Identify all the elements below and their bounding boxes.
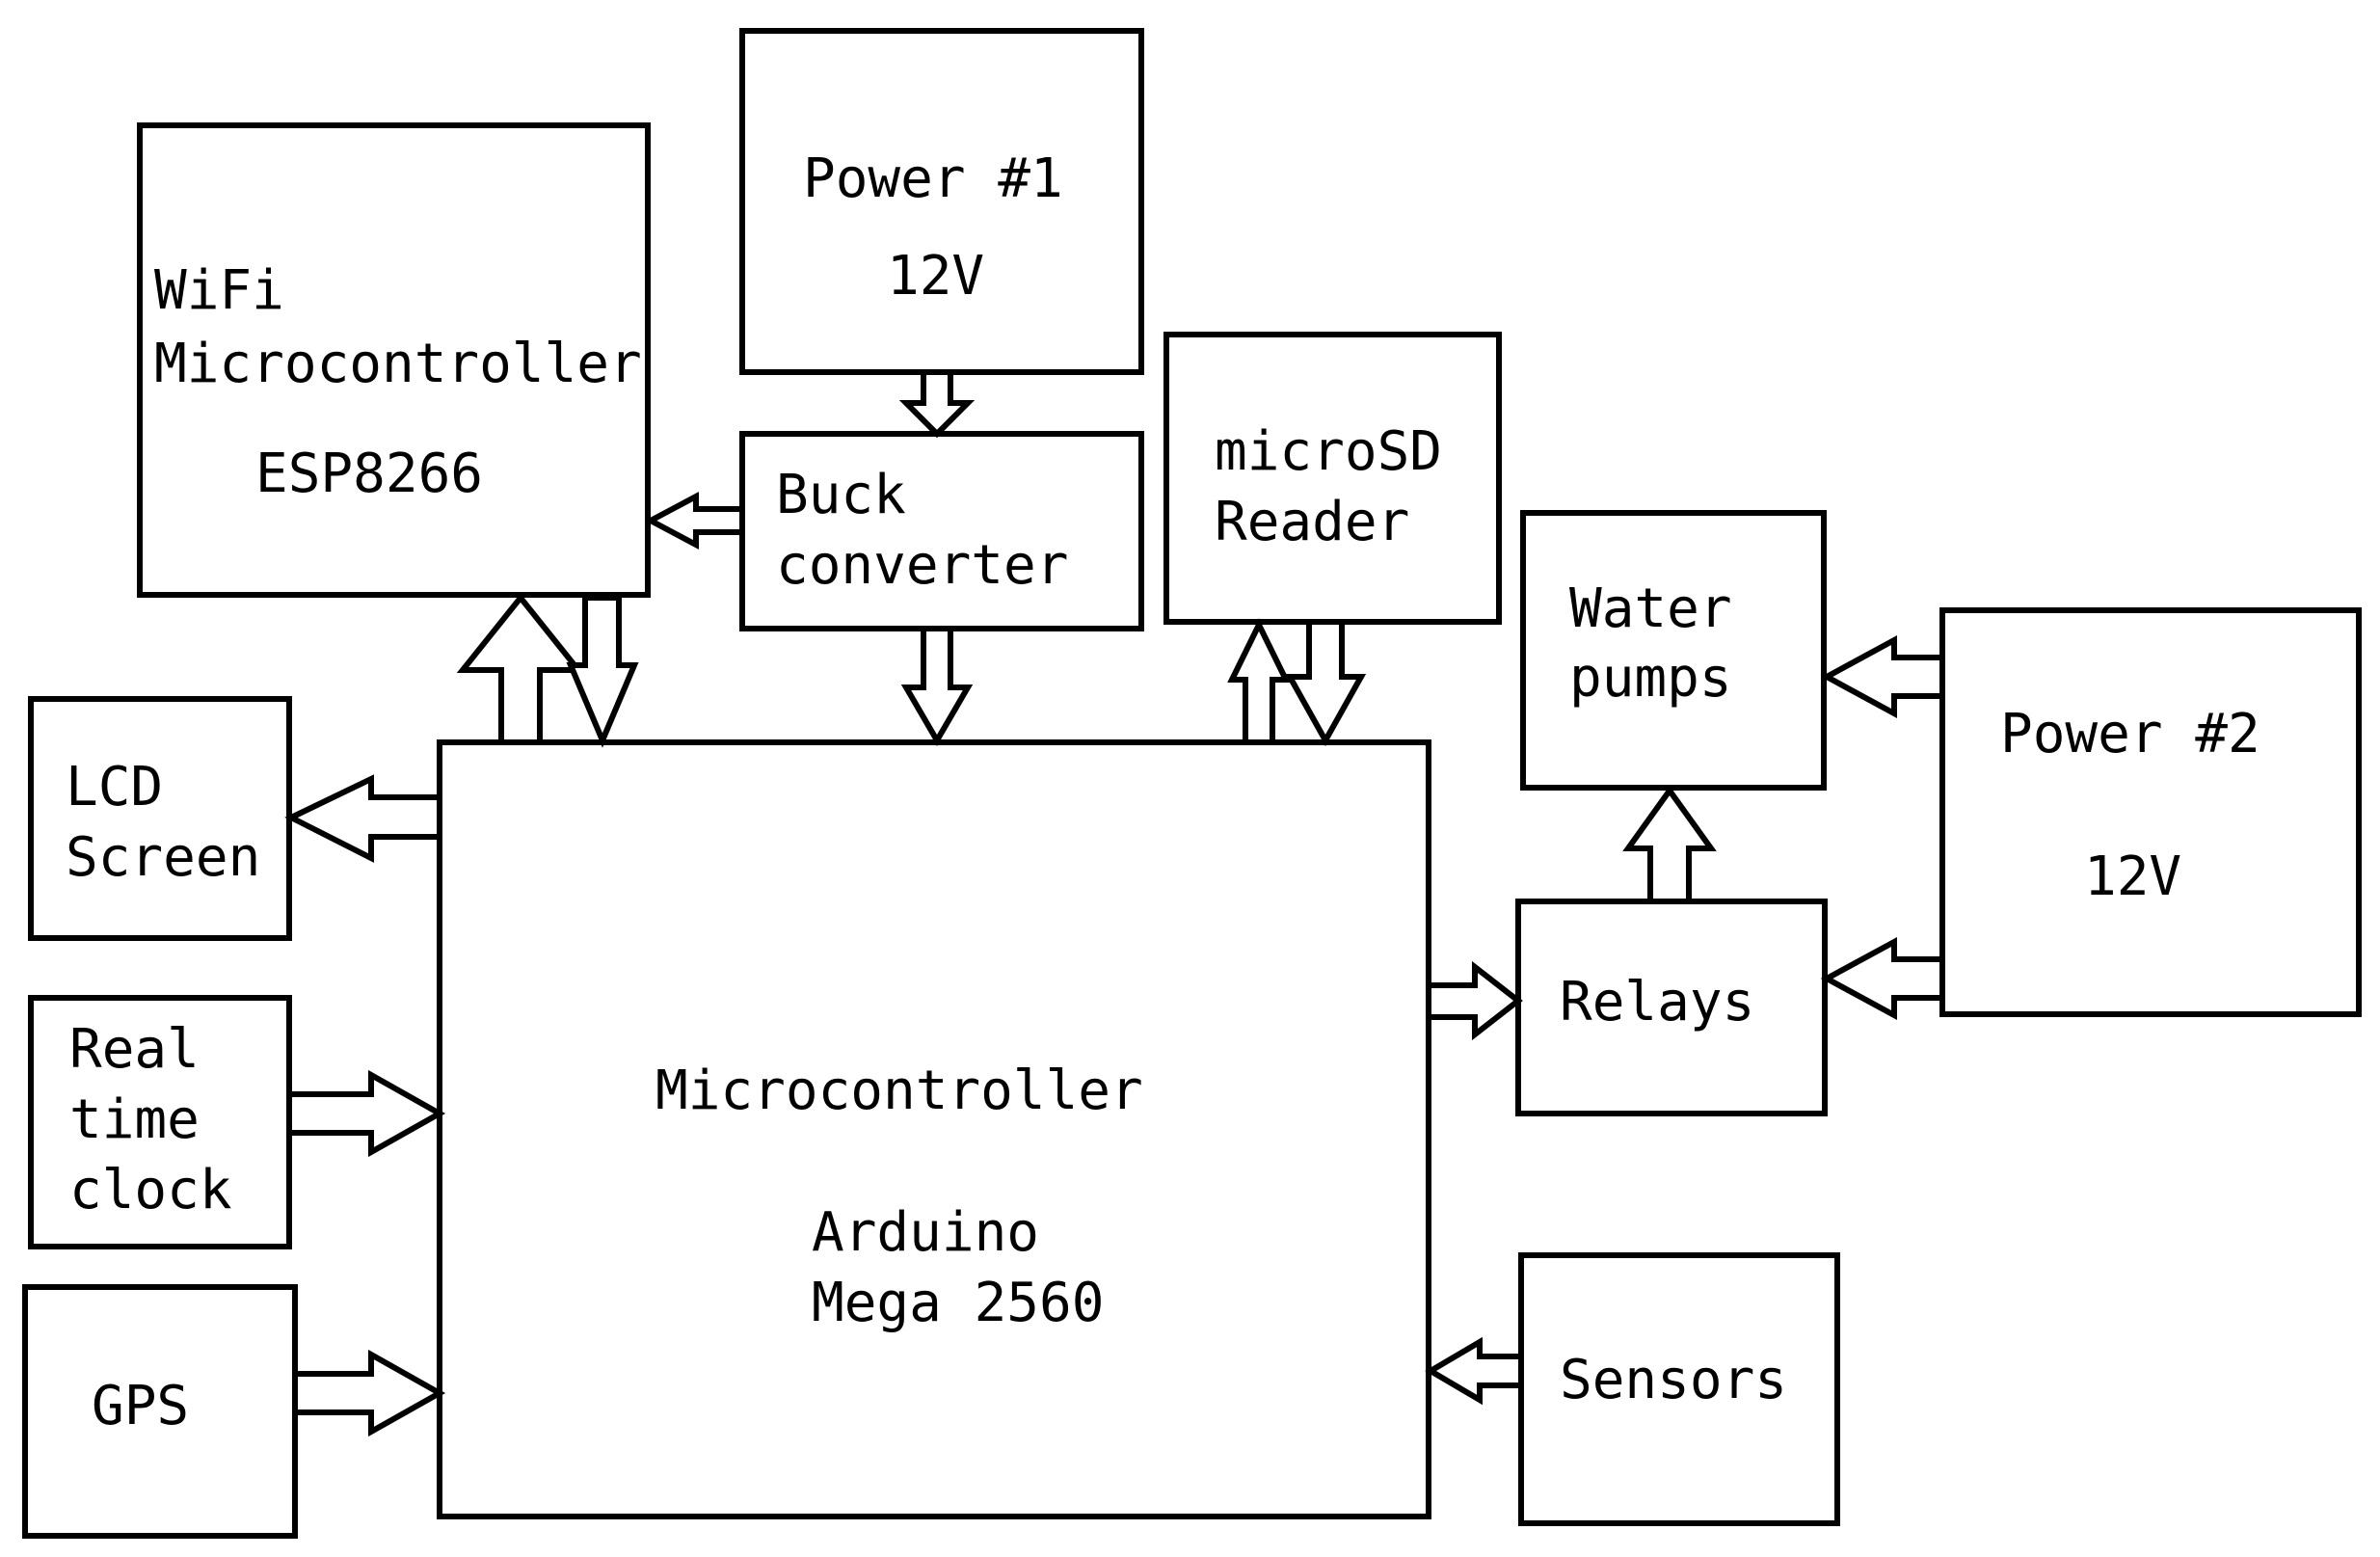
arrow-main-to-microsd	[1227, 618, 1291, 745]
arrow-buck-to-wifi	[644, 492, 745, 550]
arrow-buck-to-main	[900, 626, 974, 746]
arrow-power2-to-relays	[1820, 936, 1945, 1021]
relays-label: Relays	[1560, 971, 1754, 1034]
arrow-power1-to-buck	[898, 369, 976, 439]
microsd-reader-block: microSD Reader	[1163, 332, 1502, 625]
lcd-label: LCD	[66, 756, 163, 819]
wifi-label: WiFi	[154, 259, 284, 322]
rtc-sublabel-2: clock	[69, 1159, 232, 1221]
power2-block: Power #2 12V	[1939, 607, 2362, 1017]
water-pumps-block: Water pumps	[1520, 510, 1827, 791]
arrow-relays-to-pumps	[1622, 785, 1717, 904]
main-model-label: Mega 2560	[812, 1272, 1104, 1334]
wifi-model-label: ESP8266	[255, 443, 483, 505]
microsd-label: microSD	[1215, 420, 1442, 483]
arrow-sensors-to-main	[1425, 1336, 1524, 1406]
sensors-block: Sensors	[1518, 1252, 1840, 1526]
arrow-gps-to-main	[292, 1349, 446, 1437]
main-sublabel: Arduino	[812, 1201, 1039, 1264]
power2-voltage-label: 12V	[2084, 846, 2181, 908]
buck-sublabel: converter	[776, 534, 1068, 597]
pumps-sublabel: pumps	[1569, 647, 1732, 710]
real-time-clock-block: Real time clock	[28, 995, 292, 1249]
gps-block: GPS	[22, 1284, 298, 1539]
sensors-label: Sensors	[1560, 1349, 1787, 1411]
rtc-sublabel: time	[69, 1088, 200, 1151]
wifi-sublabel: Microcontroller	[154, 333, 642, 395]
arrow-power2-to-pumps	[1820, 634, 1945, 719]
arrow-main-to-wifi	[456, 593, 585, 745]
lcd-sublabel: Screen	[66, 826, 260, 889]
arrow-main-to-relays	[1426, 960, 1523, 1041]
arrow-wifi-to-main	[566, 595, 639, 748]
power1-voltage-label: 12V	[887, 245, 984, 308]
relays-block: Relays	[1515, 899, 1828, 1116]
buck-label: Buck	[776, 464, 906, 526]
arduino-mega-block: Microcontroller Arduino Mega 2560	[437, 739, 1431, 1519]
buck-converter-block: Buck converter	[739, 431, 1144, 631]
power1-label: Power #1	[803, 148, 1063, 210]
pumps-label: Water	[1569, 577, 1732, 640]
gps-label: GPS	[92, 1375, 189, 1437]
main-label: Microcontroller	[655, 1060, 1143, 1122]
arrow-microsd-to-main	[1284, 619, 1367, 747]
wifi-microcontroller-block: WiFi Microcontroller ESP8266	[137, 122, 651, 598]
power1-block: Power #1 12V	[739, 28, 1144, 375]
rtc-label: Real	[69, 1018, 200, 1081]
power2-label: Power #2	[2000, 703, 2260, 765]
arrow-rtc-to-main	[286, 1069, 446, 1158]
arrow-main-to-lcd	[284, 774, 442, 863]
lcd-screen-block: LCD Screen	[28, 696, 292, 941]
microsd-sublabel: Reader	[1215, 491, 1409, 553]
